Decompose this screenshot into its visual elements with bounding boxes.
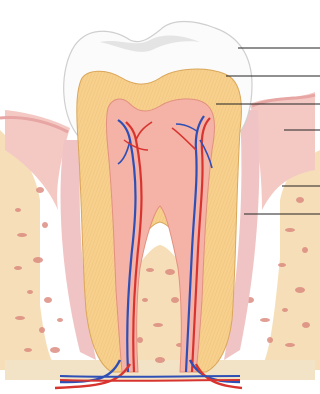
bone-spot (155, 357, 165, 363)
bone-spot (285, 228, 295, 232)
bone-spot (50, 347, 60, 353)
bone-spot (302, 322, 310, 328)
bone-spot (39, 327, 45, 333)
bone-spot (302, 247, 308, 253)
bone-spot (57, 318, 63, 322)
bone-spot (260, 318, 270, 322)
bone-spot (153, 323, 163, 327)
bone-spot (24, 348, 32, 352)
bone-spot (15, 316, 25, 320)
bone-spot (44, 297, 52, 303)
bone-spot (27, 290, 33, 294)
bone-spot (171, 297, 179, 303)
bone-spot (33, 257, 43, 263)
bone-spot (285, 343, 295, 347)
bone-spot (14, 266, 22, 270)
bone-spot (295, 287, 305, 293)
bone-spot (42, 222, 48, 228)
bone-spot (165, 269, 175, 275)
bone-spot (36, 187, 44, 193)
bone-spot (296, 197, 304, 203)
bone-spot (17, 233, 27, 237)
bone-spot (142, 298, 148, 302)
bone-spot (137, 337, 143, 343)
bone-spot (15, 208, 21, 212)
bone-spot (146, 268, 154, 272)
bone-spot (278, 263, 286, 267)
bone-spot (267, 337, 273, 343)
bone-spot (282, 308, 288, 312)
